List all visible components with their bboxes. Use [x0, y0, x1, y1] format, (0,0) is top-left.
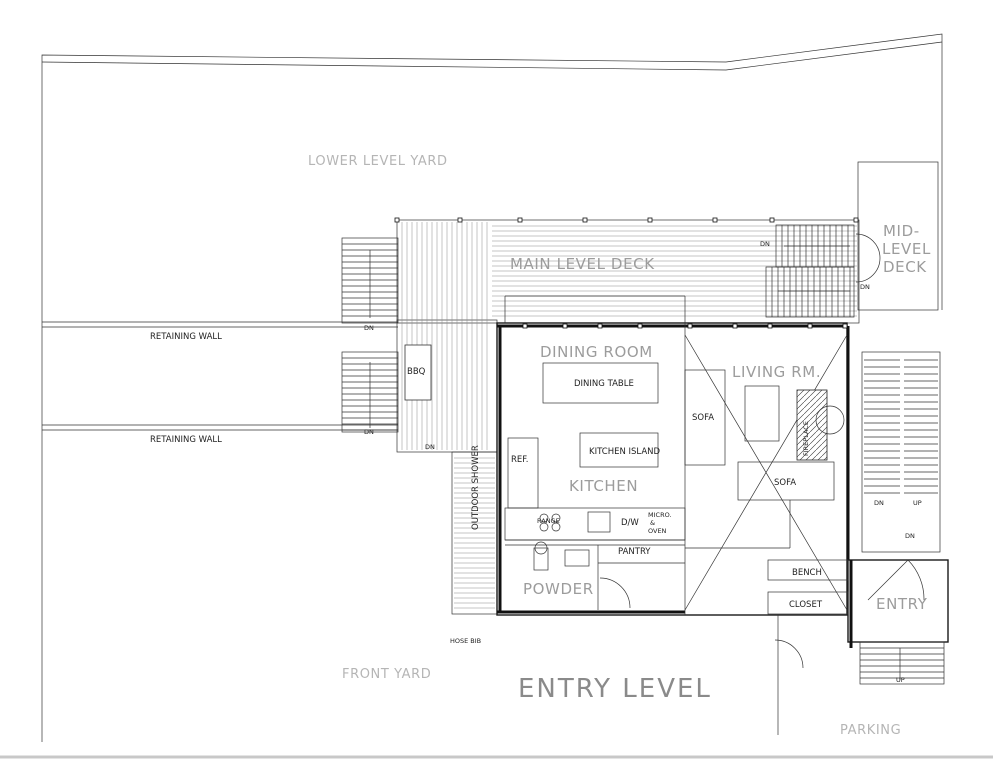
mid-deck-label-3: DECK	[883, 258, 927, 276]
stair-dn-1: DN	[364, 324, 374, 332]
lower-yard-label: LOWER LEVEL YARD	[308, 154, 448, 169]
deck-posts	[394, 217, 859, 329]
pantry-label: PANTRY	[618, 547, 651, 557]
ref-label: REF.	[511, 455, 529, 465]
dw-label: D/W	[621, 518, 639, 528]
stair-up-2: UP	[896, 676, 905, 684]
property-line	[41, 33, 943, 742]
micro-label-1: MICRO.	[648, 511, 672, 519]
sofa-label-2: SOFA	[774, 478, 796, 488]
dining-table-label: DINING TABLE	[574, 379, 634, 389]
main-deck-label: MAIN LEVEL DECK	[510, 255, 655, 273]
stair-dn-4: DN	[760, 240, 770, 248]
micro-label-3: OVEN	[648, 527, 667, 535]
bench-label: BENCH	[792, 568, 822, 578]
bbq-label: BBQ	[407, 367, 426, 377]
bbq-grill	[404, 344, 432, 401]
powder-room-label: POWDER	[523, 580, 594, 598]
entry-area	[767, 351, 949, 735]
stair-up-1: UP	[913, 499, 922, 507]
fireplace-label: FIREPLACE	[802, 421, 810, 456]
micro-label-2: &	[650, 519, 655, 527]
retaining-wall-label-1: RETAINING WALL	[150, 332, 222, 342]
west-stairs	[341, 237, 399, 433]
stair-dn-2: DN	[364, 428, 374, 436]
kitchen-label: KITCHEN	[569, 477, 638, 495]
dining-room-label: DINING ROOM	[540, 343, 653, 361]
kitchen-island-label: KITCHEN ISLAND	[589, 447, 661, 457]
range-label: RANGE	[537, 517, 560, 525]
entry-label: ENTRY	[876, 595, 928, 613]
parking-label: PARKING	[840, 723, 901, 738]
mid-level-deck	[857, 161, 939, 311]
deck-stairs	[765, 224, 881, 318]
stair-dn-6: DN	[874, 499, 884, 507]
sofa-label-1: SOFA	[692, 413, 714, 423]
retaining-walls	[42, 321, 398, 431]
interior	[504, 334, 848, 611]
retaining-wall-label-2: RETAINING WALL	[150, 435, 222, 445]
stair-dn-7: DN	[905, 532, 915, 540]
hose-bib-label: HOSE BIB	[450, 637, 481, 645]
mid-deck-label-2: LEVEL	[882, 240, 931, 258]
mid-deck-label-1: MID-	[883, 222, 920, 240]
closet-label: CLOSET	[789, 600, 823, 610]
stair-dn-5: DN	[860, 283, 870, 291]
plan-title: ENTRY LEVEL	[518, 674, 712, 704]
stair-dn-3: DN	[425, 443, 435, 451]
front-yard-label: FRONT YARD	[342, 667, 431, 682]
outdoor-shower-label: OUTDOOR SHOWER	[471, 445, 481, 530]
living-room-label: LIVING RM.	[732, 363, 821, 381]
